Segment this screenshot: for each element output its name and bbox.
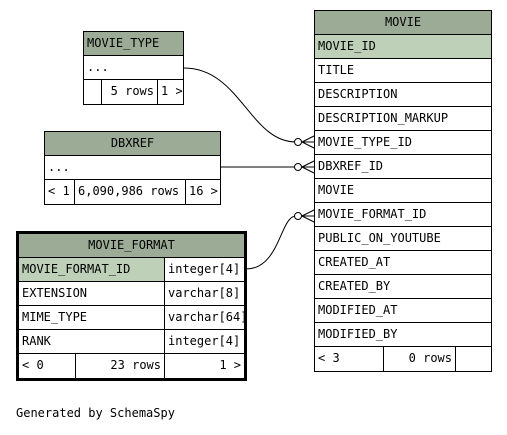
column-name: RANK	[22, 334, 51, 348]
movie-nav-prev: < 3	[318, 351, 340, 365]
movie-type-row-count: 5 rows	[101, 80, 157, 104]
crowfoot-dbxref	[301, 160, 315, 174]
crowfoot-circle-movie-format	[294, 212, 302, 220]
movie-type-nav: 5 rows 1 >	[84, 80, 183, 104]
dbxref-nav-prev: < 1	[48, 184, 70, 198]
movie-type-header[interactable]: MOVIE_TYPE	[84, 32, 183, 56]
movie-column-row[interactable]: MODIFIED_BY	[315, 323, 491, 347]
generated-by-footer: Generated by SchemaSpy	[16, 406, 175, 420]
movie-column-row[interactable]: CREATED_BY	[315, 275, 491, 299]
movie-column-row[interactable]: MOVIE	[315, 179, 491, 203]
column-name: MOVIE_FORMAT_ID	[22, 262, 131, 276]
column-name: MIME_TYPE	[22, 310, 88, 324]
movie-column-row[interactable]: CREATED_AT	[315, 251, 491, 275]
dbxref-table[interactable]: DBXREF ... < 1 6,090,986 rows 16 >	[44, 131, 221, 205]
movie-column-row[interactable]: DBXREF_ID	[315, 155, 491, 179]
movie-format-column-row[interactable]: MIME_TYPE varchar[64]	[19, 306, 244, 330]
movie-column-row[interactable]: PUBLIC_ON_YOUTUBE	[315, 227, 491, 251]
movie-type-nav-next: 1 >	[157, 80, 183, 104]
movie-format-nav: < 0 23 rows 1 >	[19, 354, 244, 378]
crowfoot-movie-type	[301, 135, 315, 149]
crowfoot-circle-movie-type	[294, 138, 302, 146]
edge-movie-type	[183, 67, 314, 143]
crowfoot-movie-format	[301, 209, 315, 223]
movie-table[interactable]: MOVIE MOVIE_ID TITLE DESCRIPTION DESCRIP…	[314, 10, 492, 372]
movie-type-table[interactable]: MOVIE_TYPE ... 5 rows 1 >	[83, 31, 184, 105]
movie-format-column-row[interactable]: RANK integer[4]	[19, 330, 244, 354]
movie-format-nav-next: 1 >	[164, 354, 244, 378]
movie-format-row-count: 23 rows	[75, 354, 164, 378]
movie-type-ellipsis: ...	[84, 56, 183, 80]
movie-column-row[interactable]: MOVIE_TYPE_ID	[315, 131, 491, 155]
column-type: varchar[64]	[164, 306, 244, 329]
movie-column-row[interactable]: TITLE	[315, 59, 491, 83]
movie-header[interactable]: MOVIE	[315, 11, 491, 35]
movie-format-column-row[interactable]: MOVIE_FORMAT_ID integer[4]	[19, 258, 244, 282]
edge-movie-format	[245, 215, 314, 270]
dbxref-nav: < 1 6,090,986 rows 16 >	[45, 180, 220, 204]
movie-type-nav-prev	[84, 80, 101, 104]
movie-nav-next	[455, 347, 491, 371]
movie-format-table[interactable]: MOVIE_FORMAT MOVIE_FORMAT_ID integer[4] …	[16, 231, 247, 381]
movie-nav: < 3 0 rows	[315, 347, 491, 371]
movie-column-row[interactable]: MODIFIED_AT	[315, 299, 491, 323]
dbxref-ellipsis: ...	[45, 156, 220, 180]
crowfoot-circle-dbxref	[294, 163, 302, 171]
movie-column-row[interactable]: DESCRIPTION_MARKUP	[315, 107, 491, 131]
movie-format-column-row[interactable]: EXTENSION varchar[8]	[19, 282, 244, 306]
column-type: integer[4]	[164, 330, 244, 353]
movie-column-row[interactable]: DESCRIPTION	[315, 83, 491, 107]
movie-column-row[interactable]: MOVIE_FORMAT_ID	[315, 203, 491, 227]
column-type: integer[4]	[164, 258, 244, 281]
dbxref-nav-next: 16 >	[185, 180, 220, 204]
column-type: varchar[8]	[164, 282, 244, 305]
movie-format-nav-prev: < 0	[22, 358, 44, 372]
dbxref-header[interactable]: DBXREF	[45, 132, 220, 156]
movie-format-header[interactable]: MOVIE_FORMAT	[19, 234, 244, 258]
movie-row-count: 0 rows	[383, 347, 455, 371]
dbxref-row-count: 6,090,986 rows	[74, 180, 185, 204]
movie-column-row[interactable]: MOVIE_ID	[315, 35, 491, 59]
column-name: EXTENSION	[22, 286, 88, 300]
